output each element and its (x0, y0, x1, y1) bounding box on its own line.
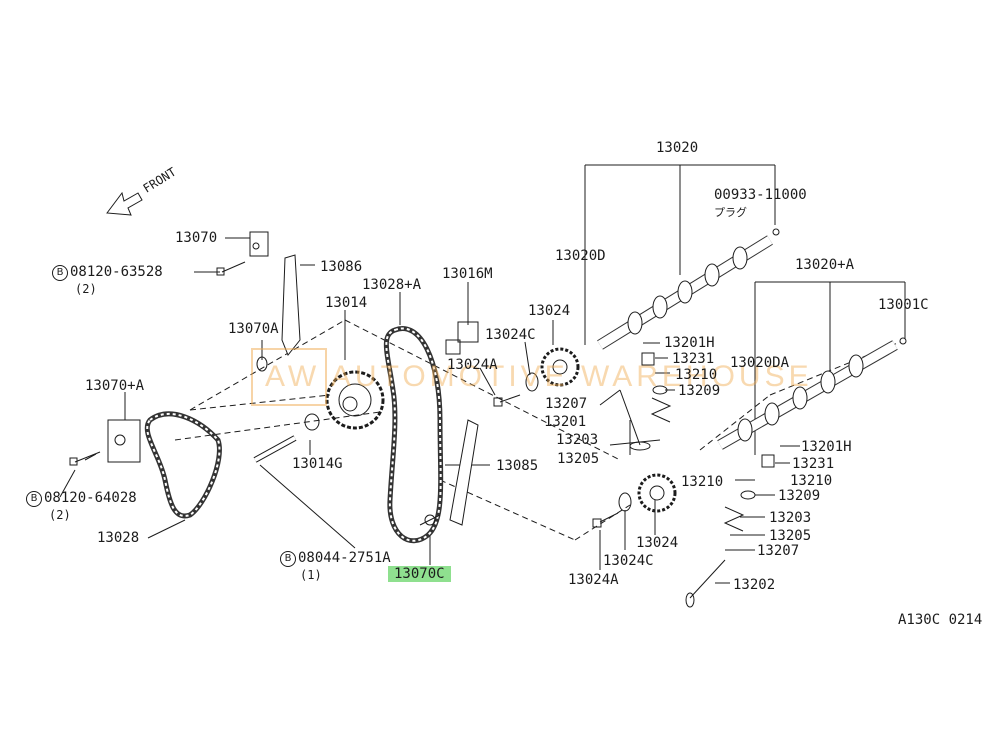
label-13020-a: 13020+A (795, 257, 855, 273)
long-bolt-08044-shape (255, 438, 295, 460)
label-13070a: 13070A (228, 321, 279, 337)
label-13202: 13202 (733, 577, 776, 593)
label-13203-bottom: 13203 (769, 510, 812, 526)
label-00933-11000: 00933-11000 (714, 187, 807, 203)
qty-08044-2751a: (1) (300, 568, 322, 582)
label-13001c: 13001C (878, 297, 929, 313)
qty-08120-63528: (2) (75, 282, 97, 296)
bolt-marker-b: B (52, 265, 68, 281)
label-13028-a: 13028+A (362, 277, 422, 293)
cam-sprocket-upper-shape (542, 349, 578, 385)
label-13231-bottom: 13231 (792, 456, 835, 472)
bolt-marker-b: B (26, 491, 42, 507)
label-13024a-top: 13024A (447, 357, 498, 373)
intake-camshaft-shape (600, 229, 779, 345)
front-arrow-icon (107, 193, 142, 215)
label-13231-top: 13231 (672, 351, 715, 367)
label-13201: 13201 (544, 414, 587, 430)
label-13209-bottom: 13209 (778, 488, 821, 504)
washer-13024c-bottom (619, 493, 631, 511)
qty-08120-64028: (2) (49, 508, 71, 522)
bolt-13070a (257, 357, 267, 371)
tensioner-13070-shape (250, 232, 268, 256)
label-13201h-top: 13201H (664, 335, 715, 351)
label-13024c-top: 13024C (485, 327, 536, 343)
label-13020: 13020 (656, 140, 699, 156)
label-13209-top: 13209 (678, 383, 721, 399)
label-13014: 13014 (325, 295, 368, 311)
label-13210-bottom-right: 13210 (790, 473, 833, 489)
timing-chain-lower (147, 414, 219, 516)
part-number: 08120-64028 (44, 490, 137, 506)
bolt-13024a-bottom-shape (593, 513, 618, 527)
exhaust-camshaft-shape (720, 338, 906, 445)
bolt-marker-b: B (280, 551, 296, 567)
label-plug-jp: プラグ (714, 206, 747, 219)
bolt-13070c-shape (420, 515, 440, 525)
label-13207-top: 13207 (545, 396, 588, 412)
label-13028: 13028 (97, 530, 140, 546)
part-number: 08120-63528 (70, 264, 163, 280)
label-13207-bottom: 13207 (757, 543, 800, 559)
part-number: 08044-2751A (298, 550, 391, 566)
label-13210-bottom-left: 13210 (681, 474, 724, 490)
bolt-13024a-top-shape (494, 395, 520, 406)
label-13210-top: 13210 (675, 367, 718, 383)
label-13070-a: 13070+A (85, 378, 145, 394)
label-13016m: 13016M (442, 266, 493, 282)
label-13086: 13086 (320, 259, 363, 275)
label-13024-top: 13024 (528, 303, 571, 319)
label-13024-bottom: 13024 (636, 535, 679, 551)
bolt-08120-63528-shape (217, 262, 245, 275)
figure-code: A130C 0214 (898, 612, 983, 628)
label-13070c: 13070C (388, 566, 451, 582)
label-13201h-bottom: 13201H (801, 439, 852, 455)
label-13014g: 13014G (292, 456, 343, 472)
washer-13014g (305, 414, 319, 430)
washer-13024c-top (526, 373, 538, 391)
timing-chain-upper (386, 328, 440, 540)
tensioner-13070a-shape (108, 420, 140, 462)
label-13085: 13085 (496, 458, 539, 474)
chain-guide-13085 (450, 420, 478, 525)
seat-13209-bottom (741, 491, 755, 499)
bolt-08120-64028-shape (70, 452, 100, 465)
watermark: AW AUTOMOTIVE WAREHOUSE (265, 360, 813, 393)
spring-13203-bottom (725, 507, 743, 531)
sprocket-13014-shape (327, 372, 383, 428)
label-13070: 13070 (175, 230, 218, 246)
tensioner-13016m-shape (446, 322, 478, 354)
lifter-13231-top (642, 353, 654, 365)
label-13020da: 13020DA (730, 355, 790, 371)
label-13024a-bottom: 13024A (568, 572, 619, 588)
valve-13201-shape (620, 390, 650, 450)
label-13203-top: 13203 (556, 432, 599, 448)
spring-13203-top (652, 398, 670, 422)
label-13024c-bottom: 13024C (603, 553, 654, 569)
chain-guide-13086 (282, 255, 300, 355)
valve-13202-shape (686, 560, 725, 607)
label-13205-bottom: 13205 (769, 528, 812, 544)
cam-sprocket-lower-shape (639, 475, 675, 511)
watermark-box (251, 348, 327, 406)
label-13020d: 13020D (555, 248, 606, 264)
label-13205-top: 13205 (557, 451, 600, 467)
lifter-13231-bottom (762, 455, 774, 467)
seat-13209-top (653, 386, 667, 394)
highlighted-part-13070c: 13070C (388, 566, 451, 582)
